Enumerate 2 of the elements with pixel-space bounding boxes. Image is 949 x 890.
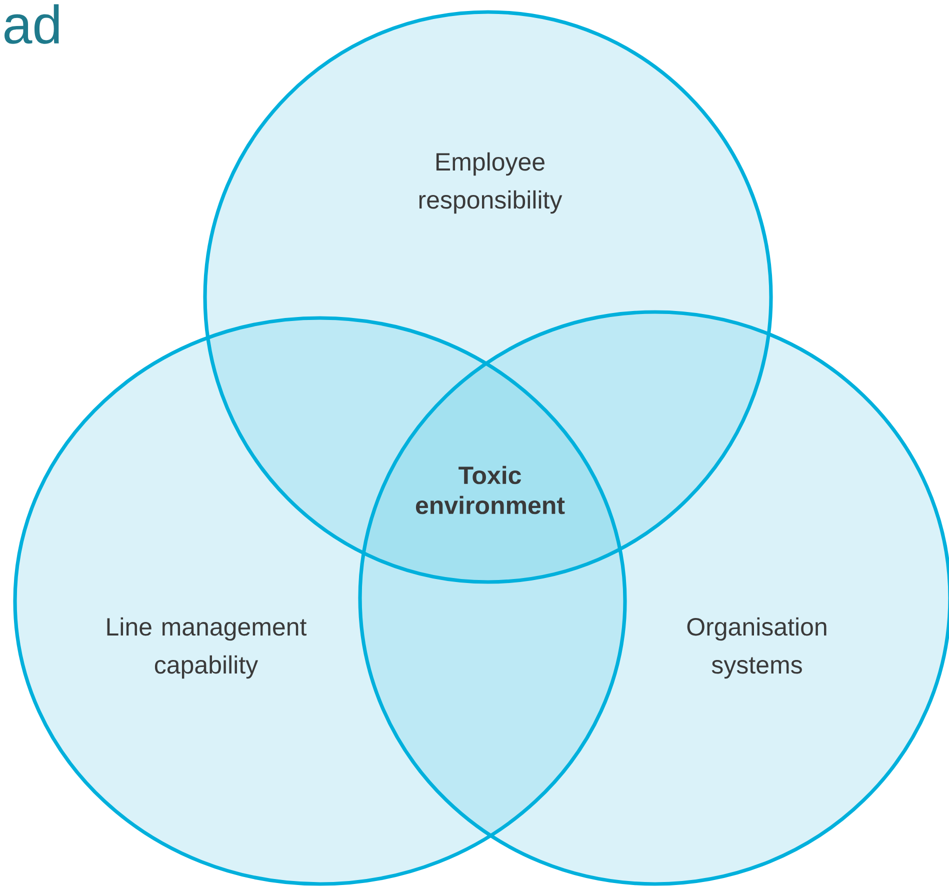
- title-text: ad: [4, 4, 59, 44]
- center-label: Toxic environment: [416, 466, 565, 514]
